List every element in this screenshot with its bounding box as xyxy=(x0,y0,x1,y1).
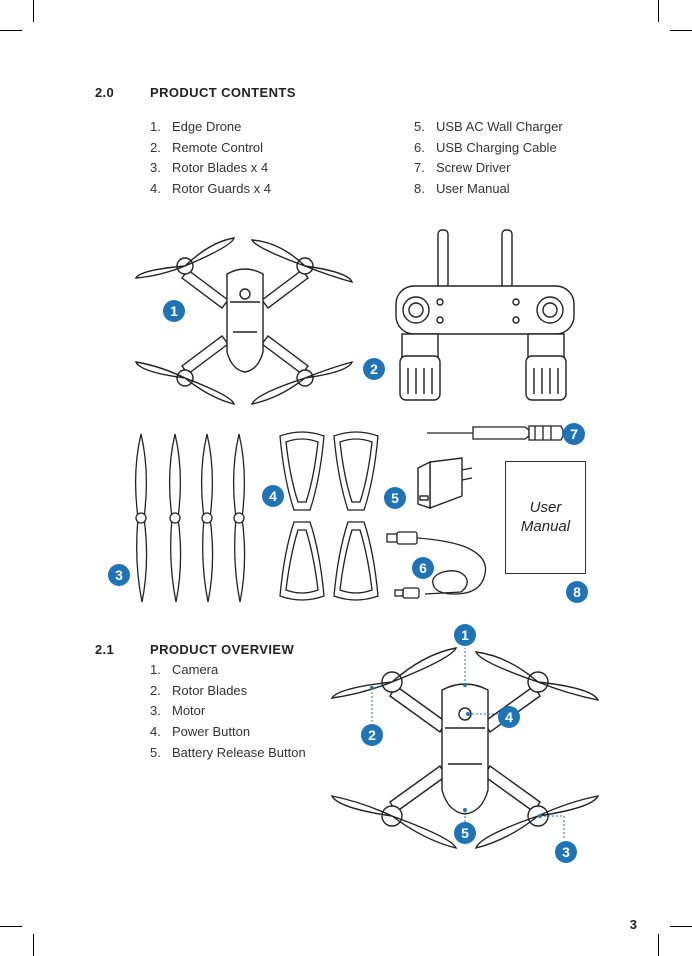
callout-badge: 6 xyxy=(412,557,434,579)
callout-badge: 1 xyxy=(454,624,476,646)
crop-mark xyxy=(670,926,692,927)
crop-mark xyxy=(658,934,659,956)
manual-title-line2: Manual xyxy=(520,518,571,535)
contents-list-left: 1.Edge Drone 2.Remote Control 3.Rotor Bl… xyxy=(150,117,271,200)
crop-mark xyxy=(670,30,692,31)
crop-mark xyxy=(0,30,22,31)
list-item: 1.Camera xyxy=(150,662,219,677)
section-title: PRODUCT CONTENTS xyxy=(150,85,296,100)
rotor-blades-illustration xyxy=(134,433,246,603)
rotor-guards-illustration xyxy=(279,431,379,601)
callout-badge: 2 xyxy=(361,724,383,746)
list-item: 2.Remote Control xyxy=(150,139,264,155)
callout-badge: 7 xyxy=(563,423,585,445)
section-title: PRODUCT OVERVIEW xyxy=(150,642,295,657)
drone-illustration xyxy=(134,237,354,405)
usb-cable-illustration xyxy=(386,531,487,599)
screwdriver-illustration xyxy=(427,425,564,441)
wall-charger-illustration xyxy=(417,457,473,510)
list-item: 4.Rotor Guards x 4 xyxy=(150,181,271,197)
user-manual-illustration: User Manual xyxy=(505,461,586,574)
manual-title-line1: User xyxy=(529,499,562,516)
callout-badge: 2 xyxy=(363,358,385,380)
crop-mark xyxy=(33,934,34,956)
callout-badge: 1 xyxy=(163,300,185,322)
list-item: 3.Rotor Blades x 4 xyxy=(150,160,269,176)
crop-mark xyxy=(0,926,22,927)
list-item: 4.Power Button xyxy=(150,724,251,740)
callout-badge: 5 xyxy=(454,822,476,844)
list-item: 2.Rotor Blades xyxy=(150,682,248,698)
list-item: 3.Motor xyxy=(150,703,206,719)
callout-badge: 4 xyxy=(262,485,284,507)
list-item: 7.Screw Driver xyxy=(414,160,511,176)
page-number: 3 xyxy=(629,917,637,932)
section-number: 2.1 xyxy=(95,642,114,657)
list-item: 6.USB Charging Cable xyxy=(414,139,557,155)
section-number: 2.0 xyxy=(95,85,114,100)
list-item: 5.USB AC Wall Charger xyxy=(414,119,563,134)
callout-badge: 4 xyxy=(498,706,520,728)
overview-list: 1.Camera 2.Rotor Blades 3.Motor 4.Power … xyxy=(150,660,306,763)
callout-badge: 5 xyxy=(384,487,406,509)
list-item: 1.Edge Drone xyxy=(150,119,242,134)
list-item: 5.Battery Release Button xyxy=(150,744,306,760)
callout-badge: 8 xyxy=(566,581,588,603)
crop-mark xyxy=(658,0,659,22)
contents-list-right: 5.USB AC Wall Charger 6.USB Charging Cab… xyxy=(414,117,563,200)
remote-control-illustration xyxy=(395,229,575,401)
crop-mark xyxy=(33,0,34,22)
callout-badge: 3 xyxy=(555,841,577,863)
callout-badge: 3 xyxy=(108,564,130,586)
list-item: 8.User Manual xyxy=(414,181,510,197)
